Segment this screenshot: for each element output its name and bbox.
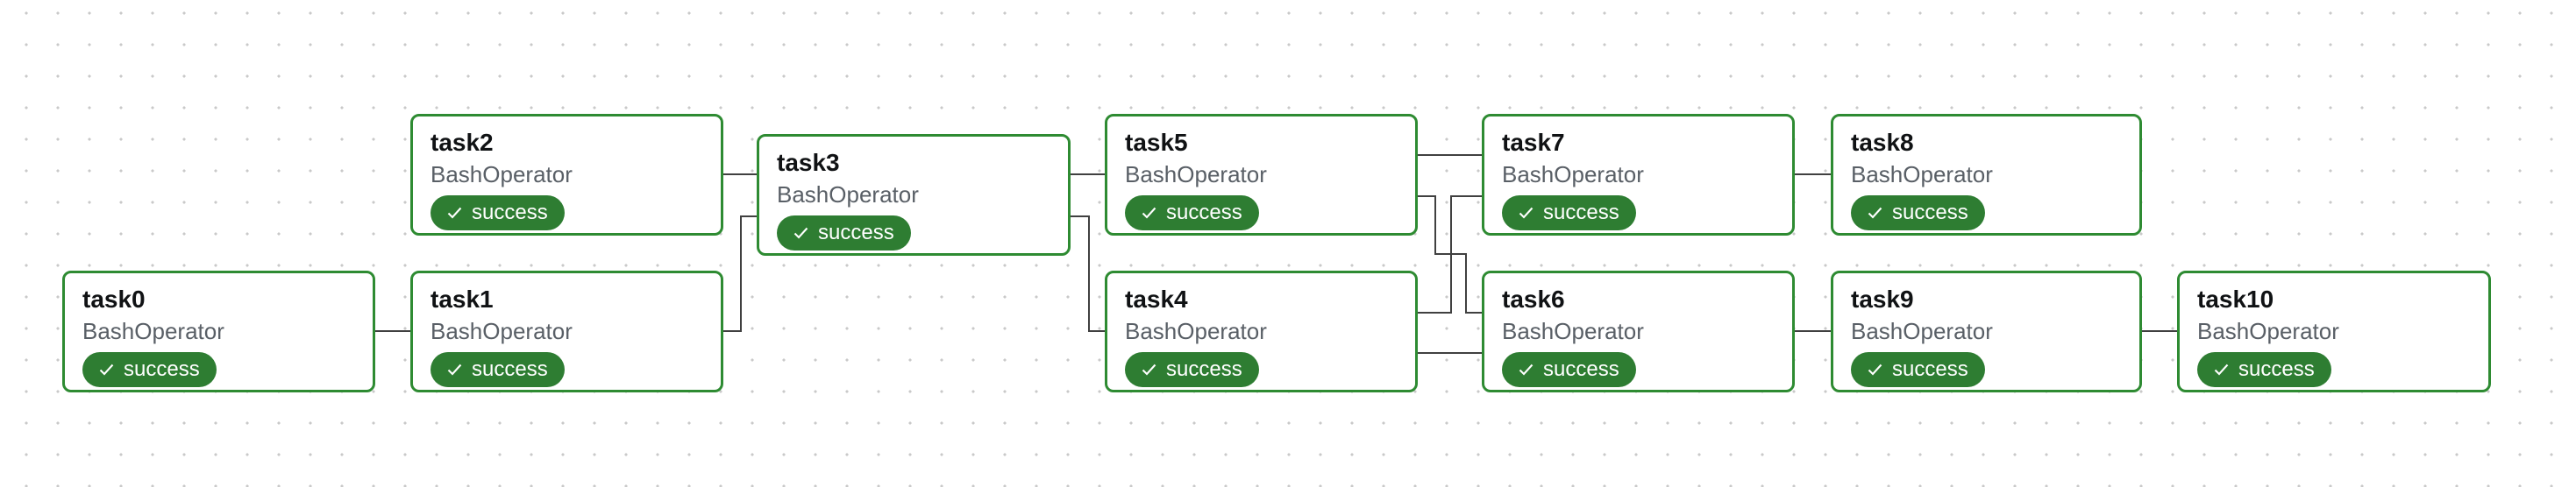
task-status-badge-success: success	[1851, 195, 1985, 230]
task-operator: BashOperator	[82, 318, 224, 344]
task-operator: BashOperator	[431, 161, 573, 187]
task-node-task9[interactable]: task9 BashOperator success	[1831, 271, 2142, 392]
check-icon	[1868, 363, 1882, 376]
task-status-label: success	[1892, 201, 1968, 224]
task-node-task1[interactable]: task1 BashOperator success	[410, 271, 723, 392]
check-icon	[1142, 363, 1156, 376]
check-icon	[1519, 207, 1534, 219]
task-operator: BashOperator	[1851, 161, 1993, 187]
task-node-task0[interactable]: task0 BashOperator success	[62, 271, 375, 392]
task-operator: BashOperator	[777, 181, 919, 208]
task-name: task7	[1502, 129, 1565, 156]
task-status-badge-success: success	[1502, 352, 1636, 387]
task-operator: BashOperator	[1502, 161, 1644, 187]
task-status-badge-success: success	[2197, 352, 2331, 387]
task-status-label: success	[124, 357, 200, 381]
task-name: task1	[431, 286, 494, 313]
task-status-label: success	[472, 357, 548, 381]
task-status-label: success	[818, 221, 894, 244]
task-node-task7[interactable]: task7 BashOperator success	[1482, 114, 1795, 236]
check-icon	[1142, 207, 1156, 219]
task-status-badge-success: success	[431, 195, 565, 230]
task-name: task4	[1125, 286, 1188, 313]
check-icon	[2214, 363, 2229, 376]
task-operator: BashOperator	[2197, 318, 2339, 344]
task-name: task10	[2197, 286, 2274, 313]
task-status-badge-success: success	[1502, 195, 1636, 230]
check-icon	[793, 227, 808, 239]
check-icon	[99, 363, 114, 376]
task-name: task9	[1851, 286, 1914, 313]
task-status-badge-success: success	[777, 215, 911, 251]
task-status-label: success	[1166, 201, 1242, 224]
task-operator: BashOperator	[1125, 161, 1267, 187]
task-operator: BashOperator	[1502, 318, 1644, 344]
task-name: task8	[1851, 129, 1914, 156]
task-status-label: success	[1166, 357, 1242, 381]
task-node-task5[interactable]: task5 BashOperator success	[1105, 114, 1418, 236]
task-status-label: success	[2238, 357, 2315, 381]
task-node-task3[interactable]: task3 BashOperator success	[757, 134, 1071, 256]
edge-task4-task7	[1418, 195, 1482, 314]
task-node-task10[interactable]: task10 BashOperator success	[2177, 271, 2491, 392]
task-operator: BashOperator	[1125, 318, 1267, 344]
task-operator: BashOperator	[431, 318, 573, 344]
check-icon	[1868, 207, 1882, 219]
task-name: task2	[431, 129, 494, 156]
task-status-badge-success: success	[1125, 195, 1259, 230]
task-operator: BashOperator	[1851, 318, 1993, 344]
check-icon	[1519, 363, 1534, 376]
task-status-badge-success: success	[431, 352, 565, 387]
task-status-label: success	[1543, 201, 1619, 224]
edge-task1-task3	[723, 215, 757, 332]
task-node-task4[interactable]: task4 BashOperator success	[1105, 271, 1418, 392]
task-name: task3	[777, 149, 840, 176]
check-icon	[447, 207, 462, 219]
task-node-task8[interactable]: task8 BashOperator success	[1831, 114, 2142, 236]
task-name: task5	[1125, 129, 1188, 156]
task-node-task2[interactable]: task2 BashOperator success	[410, 114, 723, 236]
task-status-label: success	[472, 201, 548, 224]
task-status-badge-success: success	[1125, 352, 1259, 387]
task-name: task0	[82, 286, 146, 313]
edge-task3-task4	[1071, 215, 1105, 332]
task-status-label: success	[1892, 357, 1968, 381]
task-status-badge-success: success	[82, 352, 217, 387]
task-status-label: success	[1543, 357, 1619, 381]
task-node-task6[interactable]: task6 BashOperator success	[1482, 271, 1795, 392]
check-icon	[447, 363, 462, 376]
task-status-badge-success: success	[1851, 352, 1985, 387]
task-name: task6	[1502, 286, 1565, 313]
